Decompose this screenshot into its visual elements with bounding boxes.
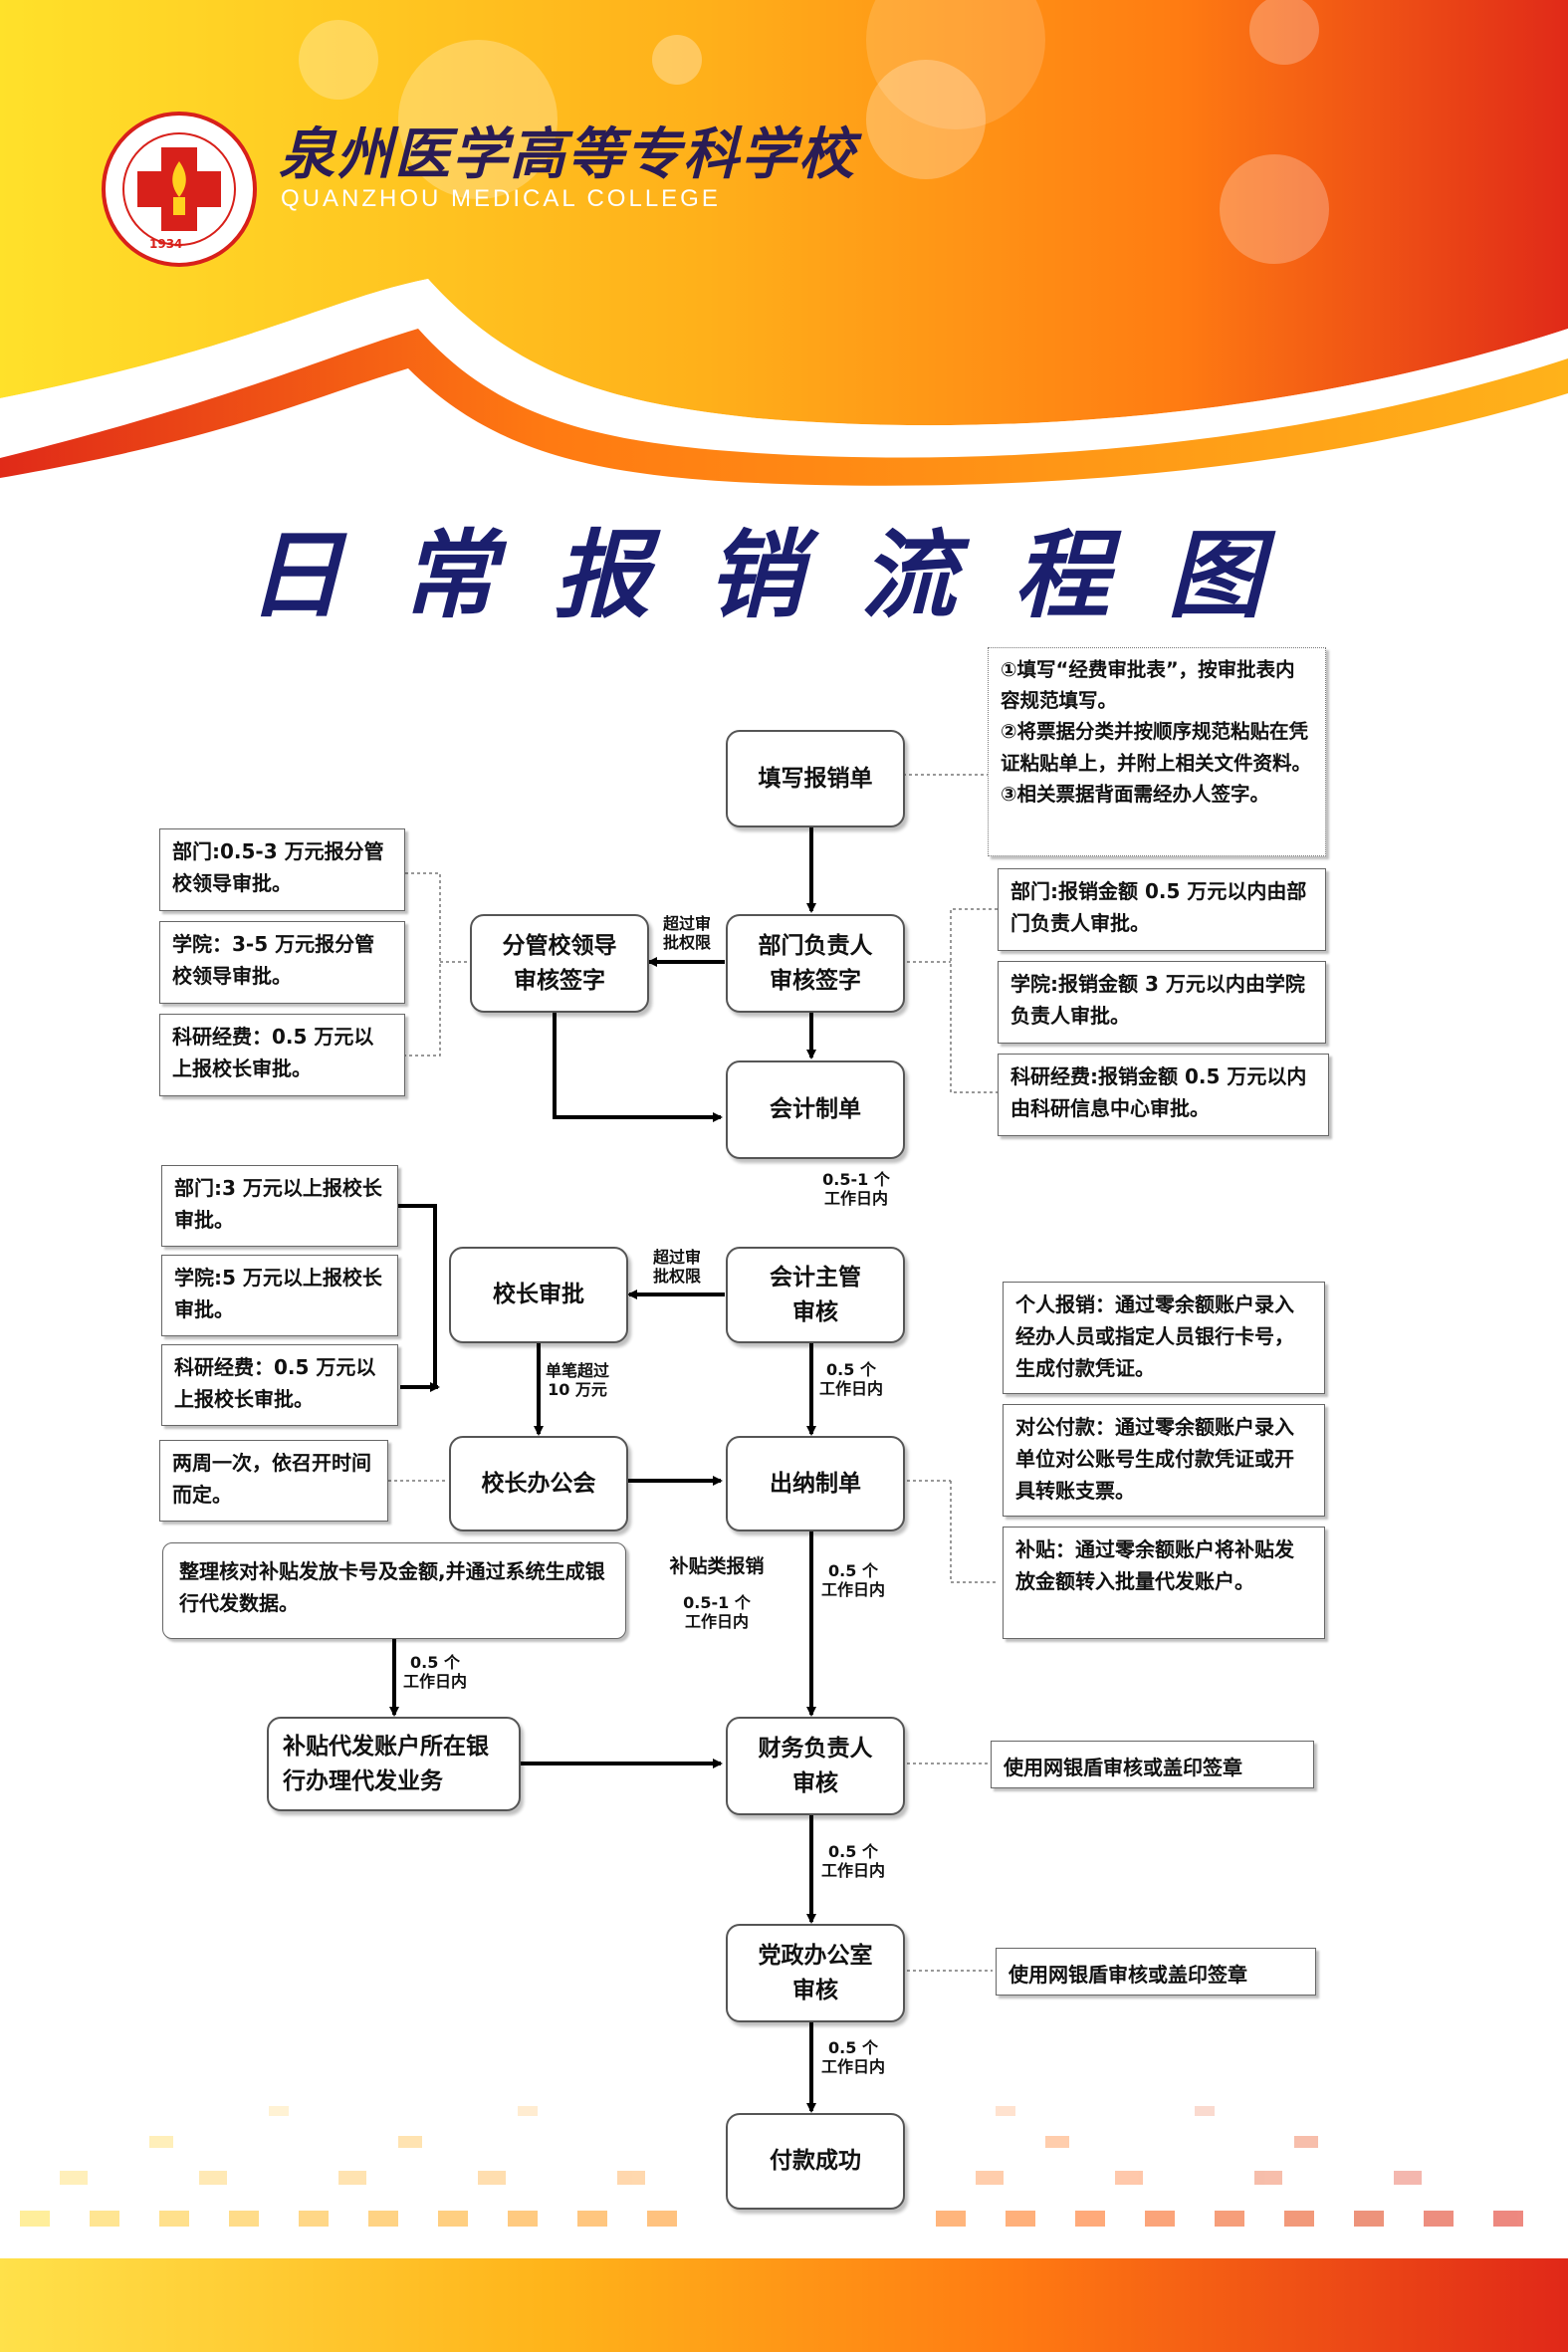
note-leaders xyxy=(388,774,998,1972)
note-head-dept: 部门:报销金额 0.5 万元以内由部门负责人审批。 xyxy=(998,868,1326,951)
node-dept-head: 部门负责人 审核签字 xyxy=(726,914,905,1013)
node-finance-head: 财务负责人 审核 xyxy=(726,1717,905,1815)
note-head-college: 学院:报销金额 3 万元以内由学院负责人审批。 xyxy=(998,961,1326,1044)
label-days-acct: 0.5-1 个 工作日内 xyxy=(822,1170,890,1209)
college-emblem-icon xyxy=(102,112,257,267)
footer-band xyxy=(0,2258,1568,2352)
label-days-cashier: 0.5 个 工作日内 xyxy=(818,1360,883,1399)
node-acct-supervisor: 会计主管 审核 xyxy=(726,1247,905,1343)
note-fill-steps: ①填写“经费审批表”，按审批表内容规范填写。 ②将票据分类并按顺序规范粘贴在凭证… xyxy=(988,647,1326,856)
label-days-subsidy-branch: 0.5-1 个 工作日内 xyxy=(683,1593,751,1632)
page-title: 日常报销流程图 xyxy=(247,519,1321,631)
node-accounting-label: 会计制单 xyxy=(770,1096,861,1123)
node-president-office-label: 校长办公会 xyxy=(481,1470,596,1497)
label-exceed-2: 超过审 批权限 xyxy=(652,1248,701,1287)
node-acct-supervisor-label: 会计主管 审核 xyxy=(770,1265,861,1325)
node-vp-sign-label: 分管校领导 审核签字 xyxy=(502,933,617,994)
node-cashier: 出纳制单 xyxy=(726,1436,905,1531)
note-vp-research: 科研经费：0.5 万元以上报校长审批。 xyxy=(159,1014,405,1096)
node-dept-head-label: 部门负责人 审核签字 xyxy=(758,933,873,994)
note-pres-research: 科研经费：0.5 万元以上报校长审批。 xyxy=(161,1344,398,1426)
label-days-to-payment: 0.5 个 工作日内 xyxy=(820,2038,885,2077)
note-cash-personal: 个人报销：通过零余额账户录入经办人员或指定人员银行卡号，生成付款凭证。 xyxy=(1003,1282,1325,1394)
node-party-office-label: 党政办公室 审核 xyxy=(758,1943,873,2003)
note-vp-college: 学院：3-5 万元报分管校领导审批。 xyxy=(159,921,405,1004)
emblem-year: 1934 xyxy=(149,237,183,251)
note-vp-dept: 部门:0.5-3 万元报分管校领导审批。 xyxy=(159,828,405,911)
label-days-to-party: 0.5 个 工作日内 xyxy=(820,1842,885,1881)
college-name-en: QUANZHOU MEDICAL COLLEGE xyxy=(281,185,721,212)
node-president: 校长审批 xyxy=(449,1247,628,1343)
node-president-office: 校长办公会 xyxy=(449,1436,628,1531)
note-subsidy-prep: 整理核对补贴发放卡号及金额,并通过系统生成银行代发数据。 xyxy=(162,1542,626,1639)
banner-graphic xyxy=(0,0,1568,486)
node-fill-form-label: 填写报销单 xyxy=(758,765,873,792)
label-single-over: 单笔超过 10 万元 xyxy=(545,1361,609,1400)
node-bank-subsidy-label: 补贴代发账户所在银 行办理代发业务 xyxy=(283,1734,489,1794)
node-payment-ok-label: 付款成功 xyxy=(770,2148,861,2175)
college-name-cn: 泉州医学高等专科学校 xyxy=(279,121,856,187)
note-cash-subsidy: 补贴：通过零余额账户将补贴发放金额转入批量代发账户。 xyxy=(1003,1527,1325,1639)
note-cash-public: 对公付款：通过零余额账户录入单位对公账号生成付款凭证或开具转账支票。 xyxy=(1003,1404,1325,1517)
label-days-subsidy-prep: 0.5 个 工作日内 xyxy=(402,1653,467,1692)
node-president-label: 校长审批 xyxy=(493,1282,584,1308)
note-finance-usb: 使用网银盾审核或盖印签章 xyxy=(991,1741,1314,1788)
note-head-research: 科研经费:报销金额 0.5 万元以内由科研信息中心审批。 xyxy=(998,1054,1329,1136)
node-fill-form: 填写报销单 xyxy=(726,730,905,827)
header-banner: 1934 泉州医学高等专科学校 QUANZHOU MEDICAL COLLEGE xyxy=(0,0,1568,518)
label-subsidy-title: 补贴类报销 xyxy=(669,1555,765,1577)
node-bank-subsidy: 补贴代发账户所在银 行办理代发业务 xyxy=(267,1717,521,1811)
bracket-president-rules xyxy=(398,1204,437,1389)
node-payment-ok: 付款成功 xyxy=(726,2113,905,2210)
footer-pattern xyxy=(20,2106,1523,2227)
node-party-office: 党政办公室 审核 xyxy=(726,1924,905,2022)
arrow-vp-to-accounting xyxy=(553,1012,723,1122)
note-meeting: 两周一次，依召开时间而定。 xyxy=(159,1440,388,1522)
node-cashier-label: 出纳制单 xyxy=(770,1470,861,1497)
node-finance-head-label: 财务负责人 审核 xyxy=(758,1736,873,1796)
label-days-to-finance: 0.5 个 工作日内 xyxy=(820,1561,885,1600)
note-pres-college: 学院:5 万元以上报校长审批。 xyxy=(161,1255,398,1336)
node-vp-sign: 分管校领导 审核签字 xyxy=(470,914,649,1013)
note-pres-dept: 部门:3 万元以上报校长审批。 xyxy=(161,1165,398,1247)
label-exceed-1: 超过审 批权限 xyxy=(662,914,711,953)
note-party-usb: 使用网银盾审核或盖印签章 xyxy=(996,1948,1316,1996)
node-accounting: 会计制单 xyxy=(726,1060,905,1159)
